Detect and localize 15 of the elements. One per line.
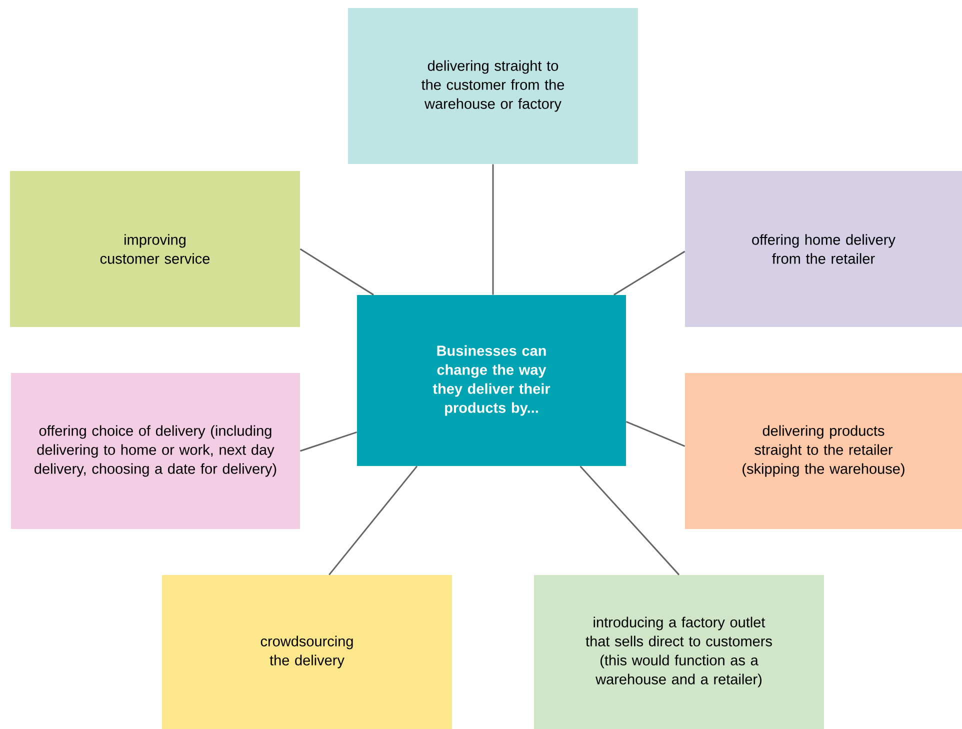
connector-line — [492, 164, 494, 295]
connector-line — [626, 421, 686, 447]
topic-box: Businesses can change the way they deliver their products by... — [357, 295, 626, 466]
connector-line — [300, 248, 374, 296]
idea-box: delivering products straight to the retailer (skipping the warehouse) — [685, 373, 962, 529]
connector-line — [328, 466, 418, 576]
connector-line — [614, 250, 686, 296]
connector-line — [580, 466, 680, 576]
idea-box: introducing a factory outlet that sells direct to customers (this would function as a warehouse and a retailer) — [534, 575, 824, 729]
connector-line — [300, 432, 358, 452]
idea-box: improving customer service — [10, 171, 300, 327]
idea-box: delivering straight to the customer from the warehouse or factory — [348, 8, 638, 164]
idea-box: offering choice of delivery (including delivering to home or work, next day delivery, choosing a date for delivery) — [11, 373, 300, 529]
idea-box: offering home delivery from the retailer — [685, 171, 962, 327]
idea-box: crowdsourcing the delivery — [162, 575, 452, 729]
